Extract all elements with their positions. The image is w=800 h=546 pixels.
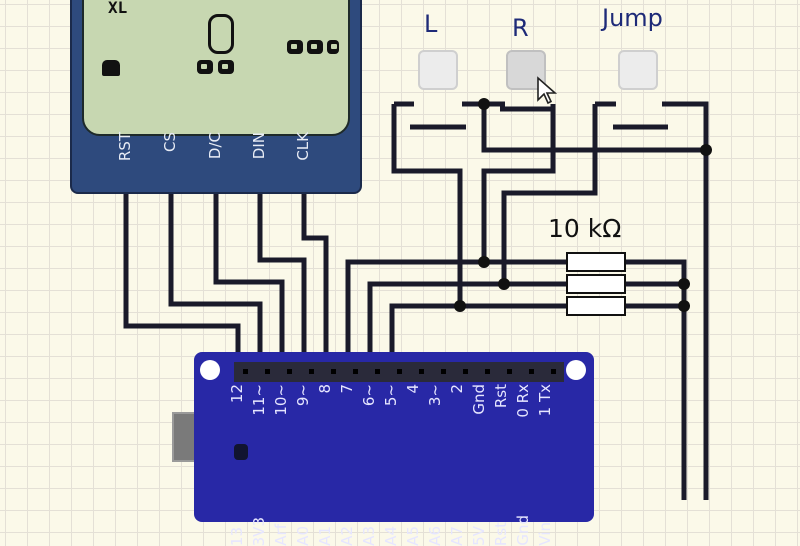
header-pin[interactable]	[419, 369, 424, 374]
header-pin[interactable]	[397, 369, 402, 374]
wire-res-right	[626, 259, 687, 500]
arduino-top-pin-label: 0 Rx	[514, 384, 532, 418]
arduino-bottom-pin-label: Vin	[536, 522, 554, 546]
arduino-bottom-pin-label: 3V3	[250, 516, 268, 546]
arduino-top-pin-label: 1 Tx	[536, 384, 554, 417]
arduino-top-pin-label: 12	[228, 384, 246, 404]
brick-block-icon	[287, 40, 303, 54]
wire-clk	[301, 194, 329, 370]
arduino-top-pin-label: Gnd	[470, 384, 488, 415]
wire-rst	[123, 194, 241, 370]
wire-jump-right	[662, 101, 709, 500]
resistor-label: 10 kΩ	[548, 214, 622, 243]
lcd-pin-dc: D/C	[206, 132, 224, 160]
button-label-jump: Jump	[602, 4, 663, 32]
junction	[498, 278, 510, 290]
led-indicator	[234, 444, 248, 460]
header-pin[interactable]	[265, 369, 270, 374]
arduino-top-pin-label: 8	[316, 384, 334, 394]
top-pin-header	[234, 362, 564, 382]
button-l[interactable]	[418, 50, 458, 90]
junction	[478, 256, 490, 268]
arduino-top-pin-label: 9~	[294, 384, 312, 407]
arduino-top-pin-label: 10~	[272, 384, 290, 416]
junction	[454, 300, 466, 312]
header-pin[interactable]	[287, 369, 292, 374]
lcd-pin-clk: CLK	[294, 132, 312, 161]
mount-hole	[566, 360, 586, 380]
player-sprite-icon	[208, 14, 234, 54]
header-pin[interactable]	[463, 369, 468, 374]
button-label-l: L	[424, 10, 438, 38]
arduino-top-pin-label: Rst	[492, 384, 510, 409]
lcd-screen: XL	[82, 0, 350, 136]
header-pin[interactable]	[441, 369, 446, 374]
arduino-bottom-pin-label: Arf	[272, 524, 290, 546]
arduino-bottom-pin-label: Gnd	[514, 515, 532, 546]
arduino-top-pin-label: 2	[448, 384, 466, 394]
header-pin[interactable]	[485, 369, 490, 374]
junction	[678, 300, 690, 312]
lcd-pin-din: DIN	[250, 132, 268, 160]
mouse-pointer-icon	[537, 76, 558, 105]
lcd-pin-cs: CS	[161, 132, 179, 152]
header-pin[interactable]	[529, 369, 534, 374]
arduino-top-pin-label: 3~	[426, 384, 444, 407]
header-pin[interactable]	[507, 369, 512, 374]
lcd-pin-rst: RST	[116, 132, 134, 162]
resistor-1[interactable]	[566, 252, 626, 272]
wire-r-left	[481, 104, 706, 153]
arduino-bottom-pin-label: Rst	[492, 521, 510, 546]
arduino-top-pin-label: 6~	[360, 384, 378, 407]
arduino-bottom-pin-label: 5V	[470, 526, 488, 546]
brick-block-icon	[327, 40, 339, 54]
resistor-2[interactable]	[566, 274, 626, 294]
wire-cs	[168, 194, 263, 370]
wire-r-top	[481, 101, 556, 262]
enemy-sprite-icon	[102, 60, 120, 76]
arduino-top-pin-label: 4	[404, 384, 422, 394]
header-pin[interactable]	[309, 369, 314, 374]
button-jump[interactable]	[618, 50, 658, 90]
lcd-display-module: XL RST CS D/C DIN CLK	[70, 0, 362, 194]
brick-block-icon	[197, 60, 213, 74]
header-pin[interactable]	[353, 369, 358, 374]
junction	[678, 278, 690, 290]
wire-l-left	[391, 101, 463, 306]
brick-block-icon	[307, 40, 323, 54]
arduino-bottom-pin-label: A1	[316, 526, 334, 546]
button-label-r: R	[512, 14, 529, 42]
header-pin[interactable]	[243, 369, 248, 374]
arduino-top-pin-label: 11~	[250, 384, 268, 416]
arduino-top-pin-label: 5~	[382, 384, 400, 407]
arduino-bottom-pin-label: A5	[404, 526, 422, 546]
arduino-bottom-pin-label: A4	[382, 526, 400, 546]
header-pin[interactable]	[551, 369, 556, 374]
junction	[478, 98, 490, 110]
arduino-bottom-pin-label: A3	[360, 526, 378, 546]
arduino-bottom-pin-label: 13	[228, 526, 246, 546]
mount-hole	[200, 360, 220, 380]
arduino-bottom-pin-label: A2	[338, 526, 356, 546]
arduino-bottom-pin-label: A0	[294, 526, 312, 546]
wire-din	[257, 194, 307, 370]
header-pin[interactable]	[375, 369, 380, 374]
resistor-3[interactable]	[566, 296, 626, 316]
lcd-screen-text: XL	[108, 0, 128, 17]
arduino-bottom-pin-label: A6	[426, 526, 444, 546]
junction	[700, 144, 712, 156]
arduino-top-pin-label: 7	[338, 384, 356, 394]
arduino-bottom-pin-label: A7	[448, 526, 466, 546]
brick-block-icon	[218, 60, 234, 74]
header-pin[interactable]	[331, 369, 336, 374]
wire-dc	[213, 194, 285, 370]
